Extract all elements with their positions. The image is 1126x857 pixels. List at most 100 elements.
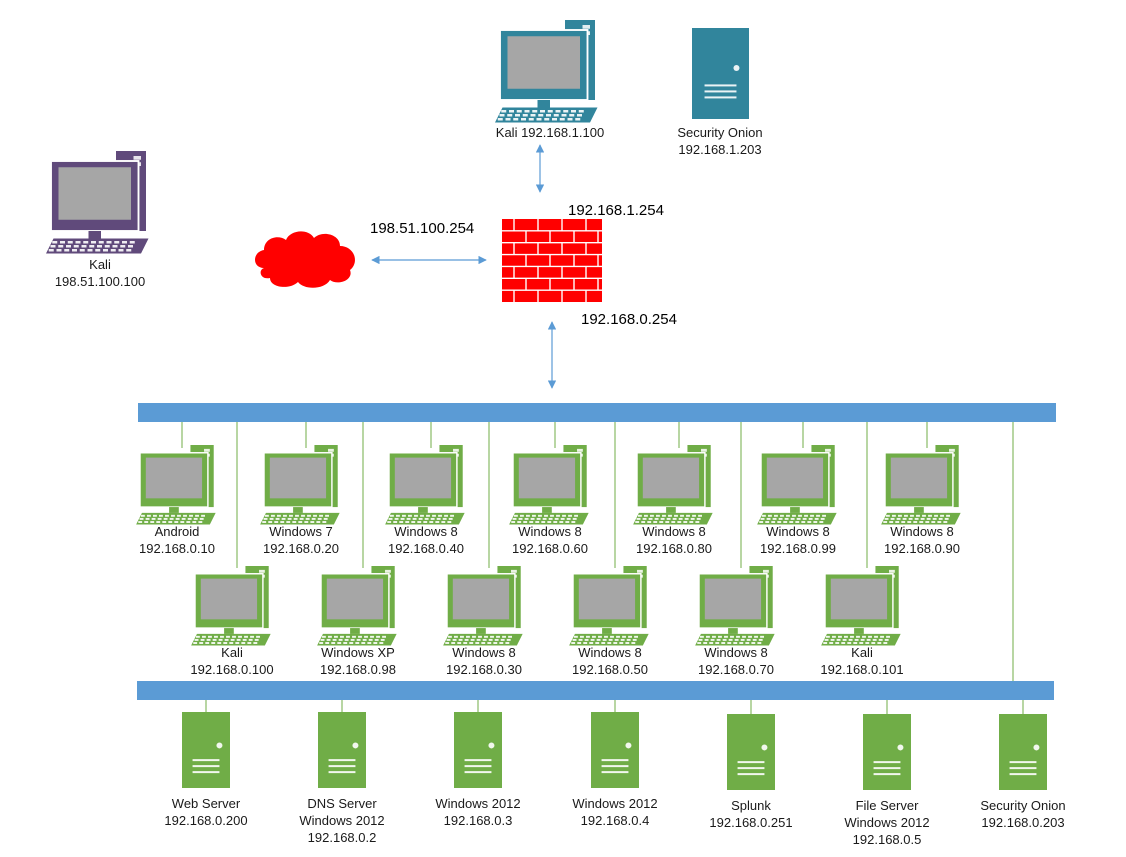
server-line: Splunk [731,798,771,813]
ws-name: Windows 8 [518,524,582,539]
ws1-label-0: Android 192.168.0.10 [117,523,237,557]
ws2-computer-icon-0 [191,566,271,646]
ws-name: Windows 8 [452,645,516,660]
ws-name: Kali [221,645,243,660]
ws-ip: 192.168.0.10 [139,541,215,556]
server-line: Windows 2012 [572,796,658,811]
ws-ip: 192.168.0.100 [190,662,274,677]
ws1-computer-icon-2 [385,445,465,525]
server-icon-6 [999,714,1047,790]
server-label-5: File Server Windows 2012 192.168.0.5 [817,797,957,848]
server-line: File Server [855,798,919,813]
server-label-1: DNS Server Windows 2012 192.168.0.2 [272,795,412,846]
ws-ip: 192.168.0.80 [636,541,712,556]
dmz-security-onion-server-icon [692,28,749,119]
cloud-icon [255,231,355,288]
server-line: Windows 2012 [435,796,521,811]
bottom-network-bus [137,681,1054,700]
server-line: Windows 2012 [299,813,385,828]
server-line: Security Onion [980,798,1066,813]
firewall-lan-ip-label: 192.168.0.254 [581,311,677,328]
ws1-computer-icon-1 [260,445,340,525]
ws1-computer-icon-4 [633,445,713,525]
ws-name: Windows 8 [578,645,642,660]
ws2-computer-icon-3 [569,566,649,646]
ws-ip: 192.168.0.90 [884,541,960,556]
ws2-computer-icon-5 [821,566,901,646]
ws1-label-1: Windows 7 192.168.0.20 [241,523,361,557]
ws1-computer-icon-6 [881,445,961,525]
ws1-computer-icon-5 [757,445,837,525]
ws-ip: 192.168.0.40 [388,541,464,556]
ws2-label-0: Kali 192.168.0.100 [172,644,292,678]
ws1-computer-icon-3 [509,445,589,525]
ws-name: Windows 8 [890,524,954,539]
server-icon-2 [454,712,502,788]
ws-name: Windows 8 [642,524,706,539]
top-network-bus [138,403,1056,422]
ws2-computer-icon-2 [443,566,523,646]
ws2-label-1: Windows XP 192.168.0.98 [298,644,418,678]
dmz-security-onion-ip: 192.168.1.203 [678,142,762,157]
ws1-label-5: Windows 8 192.168.0.99 [738,523,858,557]
ws-name: Windows 8 [766,524,830,539]
server-label-2: Windows 2012 192.168.0.3 [408,795,548,829]
ws2-label-5: Kali 192.168.0.101 [802,644,922,678]
ws-name: Kali [851,645,873,660]
ws2-label-2: Windows 8 192.168.0.30 [424,644,544,678]
internet-ip-label: 198.51.100.254 [370,220,475,237]
dmz-kali-label: Kali 192.168.1.100 [495,125,605,140]
external-kali-computer-icon [46,151,149,254]
dmz-kali-computer-icon [495,20,598,123]
ws1-label-6: Windows 8 192.168.0.90 [862,523,982,557]
ws-ip: 192.168.0.101 [820,662,904,677]
server-label-6: Security Onion 192.168.0.203 [953,797,1093,831]
server-line: 192.168.0.2 [307,830,377,845]
ws2-computer-icon-4 [695,566,775,646]
ws-ip: 192.168.0.98 [320,662,396,677]
ws-name: Windows 7 [269,524,333,539]
ws-name: Windows XP [321,645,395,660]
device-icons [46,20,1047,790]
ws1-label-3: Windows 8 192.168.0.60 [490,523,610,557]
server-line: 192.168.0.4 [580,813,650,828]
server-line: 192.168.0.3 [443,813,513,828]
ws2-label-4: Windows 8 192.168.0.70 [676,644,796,678]
firewall-dmz-ip-label: 192.168.1.254 [568,202,664,219]
server-icon-0 [182,712,230,788]
server-line: 192.168.0.251 [709,815,793,830]
external-kali-name: Kali [89,257,111,272]
dmz-security-onion-name: Security Onion [677,125,763,140]
ws2-computer-icon-1 [317,566,397,646]
server-icon-3 [591,712,639,788]
server-icon-4 [727,714,775,790]
ws-ip: 192.168.0.30 [446,662,522,677]
ws-ip: 192.168.0.60 [512,541,588,556]
dmz-security-onion-label: Security Onion 192.168.1.203 [650,124,790,158]
server-label-0: Web Server 192.168.0.200 [136,795,276,829]
ws-ip: 192.168.0.70 [698,662,774,677]
external-kali-ip: 198.51.100.100 [54,274,146,289]
ws1-label-4: Windows 8 192.168.0.80 [614,523,734,557]
ws-name: Windows 8 [704,645,768,660]
server-line: DNS Server [307,796,377,811]
brick-firewall-icon [502,219,602,302]
ws-ip: 192.168.0.99 [760,541,836,556]
ws-name: Android [154,524,200,539]
connector-lines [181,144,1024,714]
server-line: 192.168.0.5 [852,832,922,847]
ws-ip: 192.168.0.50 [572,662,648,677]
server-label-3: Windows 2012 192.168.0.4 [545,795,685,829]
server-label-4: Splunk 192.168.0.251 [681,797,821,831]
server-icon-1 [318,712,366,788]
ws2-label-3: Windows 8 192.168.0.50 [550,644,670,678]
server-icon-5 [863,714,911,790]
server-line: Web Server [171,796,241,811]
server-line: 192.168.0.203 [981,815,1065,830]
ws1-computer-icon-0 [136,445,216,525]
external-kali-label: Kali 198.51.100.100 [30,256,170,290]
ws-name: Windows 8 [394,524,458,539]
ws1-label-2: Windows 8 192.168.0.40 [366,523,486,557]
server-line: 192.168.0.200 [164,813,248,828]
